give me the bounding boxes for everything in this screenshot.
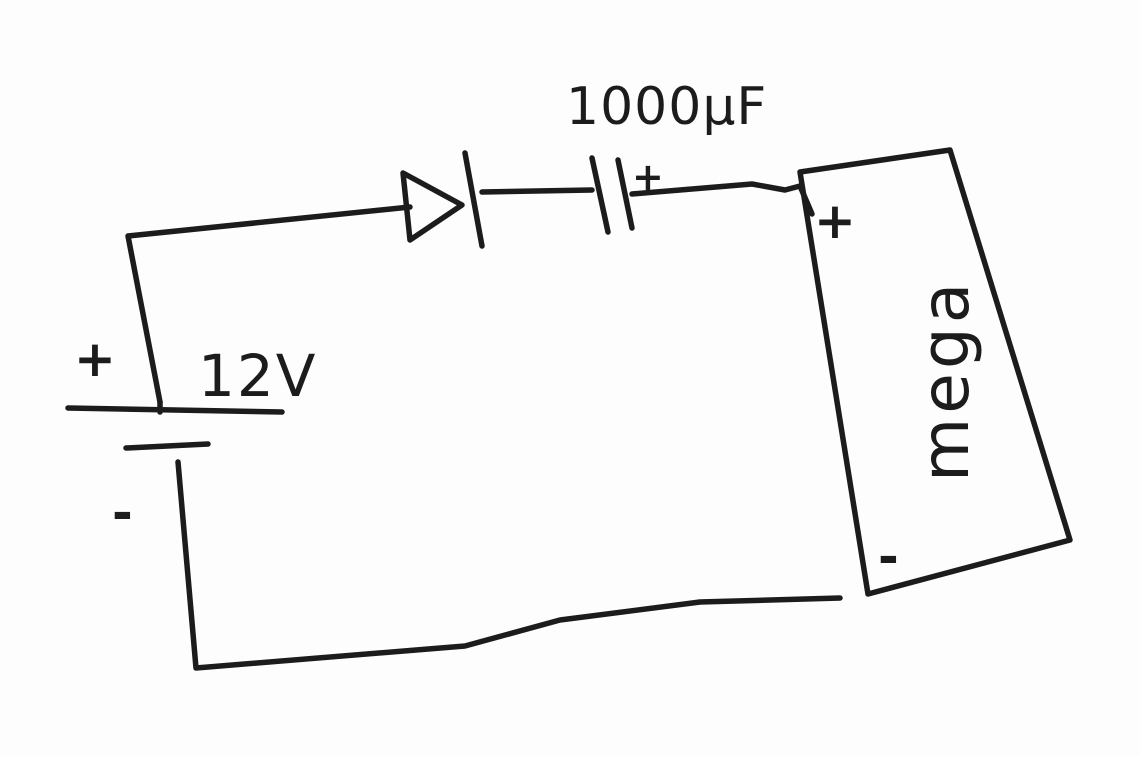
- battery-negative-sign: -: [112, 484, 133, 542]
- wire-diode-to-capacitor: [479, 187, 595, 195]
- battery-short-plate: [123, 441, 211, 451]
- battery-long-plate: [65, 405, 285, 415]
- diode-bar: [462, 150, 485, 249]
- battery-symbol: [65, 399, 285, 451]
- wire-capacitor-to-mega: [629, 181, 803, 197]
- capacitor-symbol: [589, 155, 635, 235]
- capacitor-plate-right: [615, 157, 635, 231]
- capacitor-value-label: 1000µF: [566, 77, 767, 137]
- mega-positive-sign: +: [814, 192, 856, 250]
- wire-bottom: [175, 459, 843, 671]
- capacitor-plate-left: [589, 155, 611, 235]
- capacitor-polarity-sign: +: [632, 155, 664, 199]
- battery-positive-sign: +: [74, 330, 116, 388]
- mega-negative-sign: -: [878, 528, 899, 586]
- mega-board-label: mega: [907, 279, 984, 482]
- mega-board-outline: [797, 147, 1073, 597]
- wire-top-left: [125, 204, 413, 405]
- diode-symbol: [400, 150, 485, 249]
- diode-triangle: [400, 170, 465, 243]
- battery-voltage-label: 12V: [198, 342, 317, 410]
